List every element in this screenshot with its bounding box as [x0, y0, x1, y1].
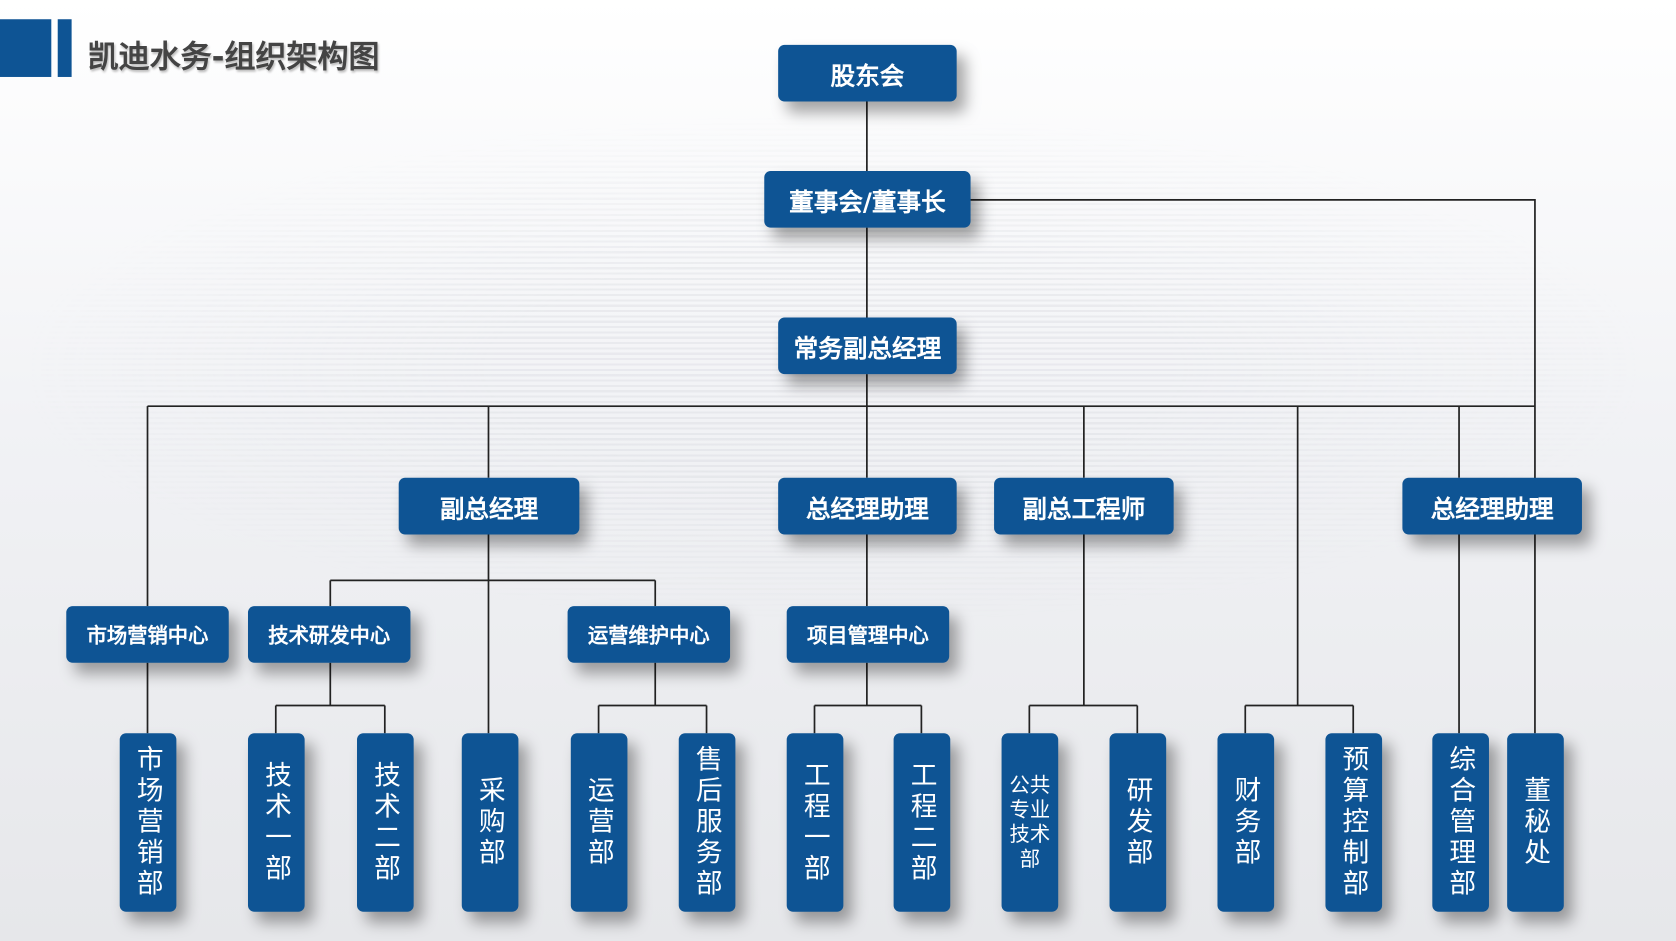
dept-tech-2: 技术二部 — [357, 733, 414, 912]
node-ops-center: 运营维护中心 — [567, 606, 731, 663]
dept-rnd: 研发部 — [1109, 733, 1167, 912]
title-accent-bar — [57, 19, 72, 77]
dept-engineering-2: 工程二部 — [893, 733, 951, 912]
title-accent-block — [0, 19, 52, 77]
dept-tech-1: 技术一部 — [247, 733, 305, 912]
dept-purchasing: 采购部 — [461, 733, 519, 912]
node-rnd-center: 技术研发中心 — [247, 606, 411, 663]
dept-board-secretary: 董秘处 — [1507, 733, 1564, 912]
page-title: 凯迪水务-组织架构图 — [87, 38, 380, 75]
dept-operations: 运营部 — [570, 733, 628, 912]
dept-public-tech: 公共 专业 技术 部 — [1001, 733, 1059, 912]
node-shareholders: 股东会 — [778, 44, 957, 102]
node-board-chairman: 董事会/董事长 — [764, 171, 971, 228]
node-project-center: 项目管理中心 — [786, 606, 950, 663]
dept-marketing: 市场营销部 — [119, 733, 177, 912]
node-vice-president: 副总经理 — [398, 477, 580, 535]
node-marketing-center: 市场营销中心 — [66, 606, 229, 663]
dept-general-management: 综合管理部 — [1432, 733, 1489, 912]
dept-finance: 财务部 — [1217, 733, 1275, 912]
node-gm-assistant: 总经理助理 — [778, 477, 957, 535]
dept-after-sales: 售后服务部 — [678, 733, 736, 912]
dept-engineering-1: 工程一部 — [786, 733, 844, 912]
node-gm-assistant-right: 总经理助理 — [1402, 477, 1582, 535]
node-deputy-chief-engineer: 副总工程师 — [994, 477, 1174, 535]
dept-budget-control: 预算控制部 — [1325, 733, 1383, 912]
node-executive-vp: 常务副总经理 — [778, 317, 957, 375]
